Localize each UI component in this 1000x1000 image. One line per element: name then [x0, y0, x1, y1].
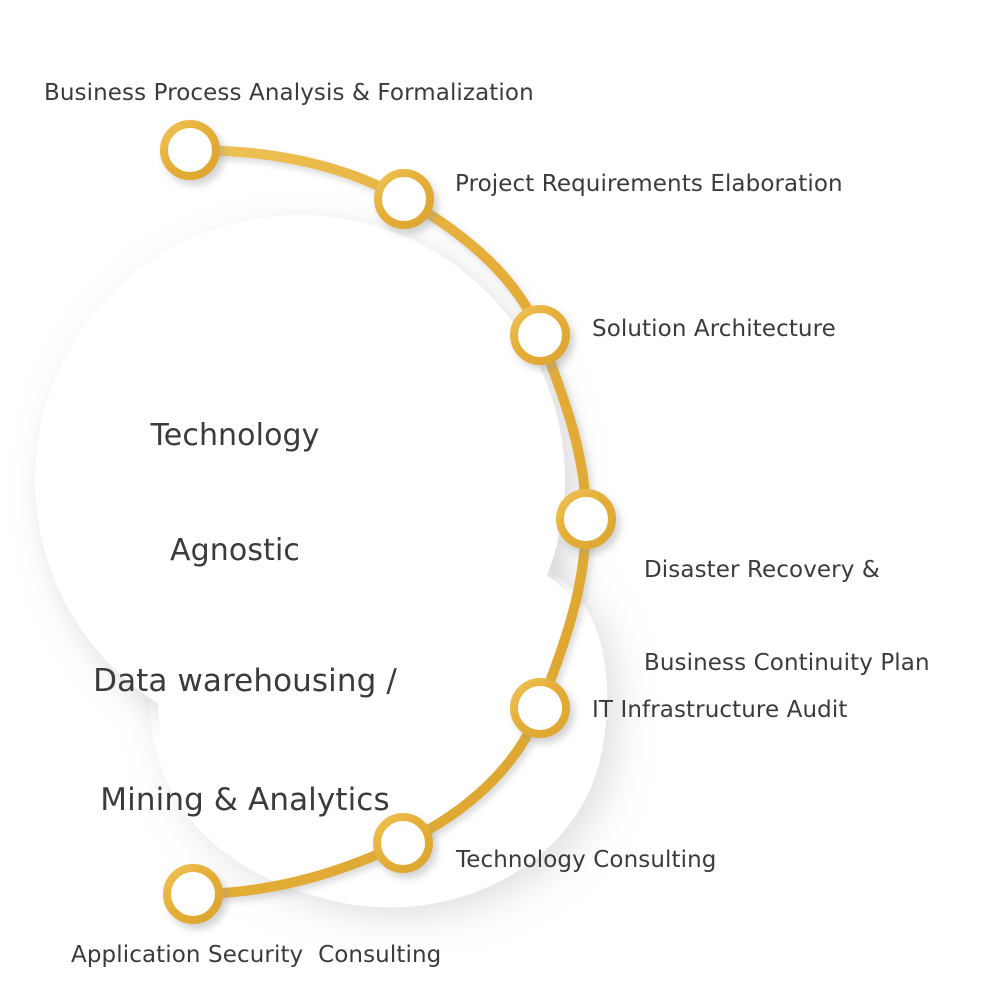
node-label-application-security-consulting: Application Security Consulting: [71, 942, 442, 968]
node-circle-application-security-consulting[interactable]: [163, 864, 223, 924]
node-circle-business-process-analysis[interactable]: [160, 120, 220, 180]
node-label-solution-architecture: Solution Architecture: [592, 316, 836, 342]
center-block-two-line1: Data warehousing /: [93, 663, 397, 700]
node-circle-disaster-recovery-business-continuity-plan[interactable]: [556, 489, 616, 549]
center-block-technology-agnostic: Technology Agnostic: [75, 340, 395, 647]
node-circle-group: [160, 120, 616, 924]
center-block-two-line2: Mining & Analytics: [100, 782, 390, 819]
center-block-one-line2: Agnostic: [170, 532, 300, 568]
node-circle-technology-consulting[interactable]: [373, 813, 433, 873]
node-label-project-requirements-elaboration: Project Requirements Elaboration: [455, 171, 843, 197]
node-circle-it-infrastructure-audit[interactable]: [510, 678, 570, 738]
background-lobe-lower-fill: [158, 560, 600, 901]
node-circle-project-requirements-elaboration[interactable]: [374, 169, 434, 229]
node-label-it-infrastructure-audit: IT Infrastructure Audit: [592, 697, 848, 723]
node-label-business-process-analysis: Business Process Analysis & Formalizatio…: [44, 80, 534, 106]
center-block-data-warehousing: Data warehousing / Mining & Analytics: [60, 583, 430, 900]
center-block-one-line1: Technology: [150, 417, 320, 453]
node-label-disaster-recovery-business-continuity-plan: Disaster Recovery & Business Continuity …: [644, 492, 930, 742]
node-label-line1: Disaster Recovery &: [644, 556, 880, 583]
node-label-technology-consulting: Technology Consulting: [456, 847, 717, 873]
node-circle-solution-architecture[interactable]: [510, 305, 570, 365]
node-label-line2: Business Continuity Plan: [644, 650, 930, 677]
